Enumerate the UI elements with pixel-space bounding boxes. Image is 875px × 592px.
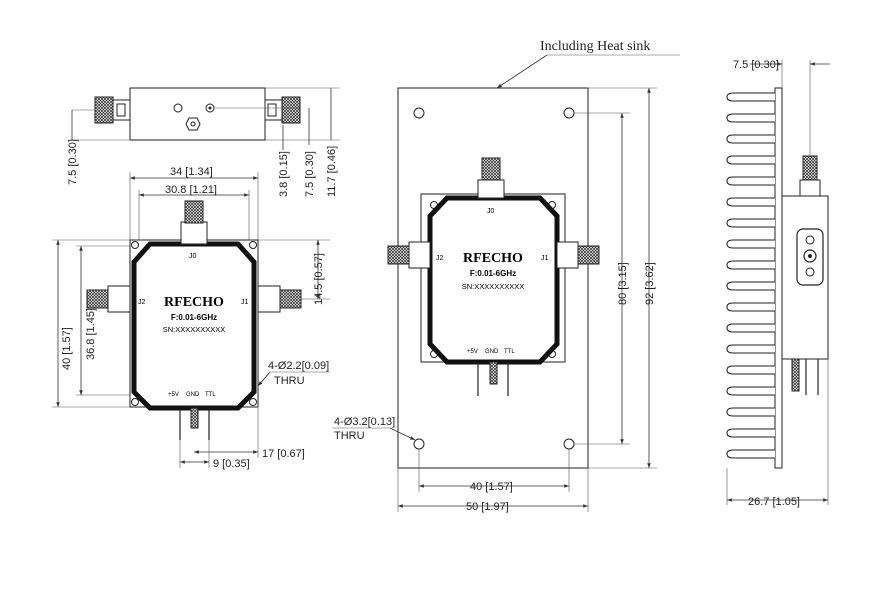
front-connector-j0 xyxy=(184,200,204,224)
front-freq: F:0.01-6GHz xyxy=(171,313,217,322)
front-connector-j1 xyxy=(279,289,302,309)
dim-front-9: 9 [0.35] xyxy=(213,458,250,470)
front-label-j1: J1 xyxy=(241,299,249,306)
heatsink-label-j2: J2 xyxy=(436,255,444,262)
dim-front-30-8: 30.8 [1.21] xyxy=(165,184,217,196)
heatsink-fins xyxy=(726,92,775,459)
dim-heatsink-40: 40 [1.57] xyxy=(470,481,513,493)
dim-right-26-7: 26.7 [1.05] xyxy=(748,496,800,508)
front-serial: SN:XXXXXXXXXX xyxy=(163,325,226,334)
heatsink-gnd-stud xyxy=(489,361,498,385)
heatsink-front-view: Including Heat sink J0 J2 J1 RFECHO F:0.… xyxy=(332,39,680,513)
side-hole xyxy=(173,103,183,113)
dim-front-17: 17 [0.67] xyxy=(262,448,305,460)
dim-right-7-5: 7.5 [0.30] xyxy=(733,59,779,71)
heatsink-side-connector xyxy=(802,155,818,181)
heatsink-fin xyxy=(726,428,775,438)
heatsink-serial: SN:XXXXXXXXXX xyxy=(462,282,525,291)
heatsink-fin xyxy=(726,260,775,270)
dim-front-thru: THRU xyxy=(274,375,305,387)
heatsink-freq: F:0.01-6GHz xyxy=(470,269,516,278)
dim-front-40: 40 [1.57] xyxy=(61,327,73,370)
dim-front-14-5: 14.5 [0.57] xyxy=(313,253,325,305)
heatsink-fin xyxy=(726,281,775,291)
dim-heatsink-hole: 4-Ø3.2[0.13] xyxy=(334,416,395,428)
heatsink-connector-j0 xyxy=(481,157,501,181)
dim-heatsink-thru: THRU xyxy=(334,430,365,442)
heatsink-fin xyxy=(726,386,775,396)
heatsink-module-housing xyxy=(427,195,560,365)
heatsink-connector-j1 xyxy=(577,245,600,265)
heatsink-pin-ttl: TTL xyxy=(504,349,515,355)
front-connector-j2 xyxy=(86,289,109,309)
dim-side-3-8: 3.8 [0.15] xyxy=(278,151,290,197)
heatsink-note: Including Heat sink xyxy=(540,39,650,54)
heatsink-fin xyxy=(726,407,775,417)
heatsink-pin-gnd: GND xyxy=(485,349,499,355)
heatsink-fin xyxy=(726,344,775,354)
heatsink-brand: RFECHO xyxy=(463,251,523,266)
heatsink-label-j1: J1 xyxy=(541,255,549,262)
side-view: 7.5 [0.30] 3.8 [0.15] 7.5 [0.30] 11.7 [0… xyxy=(67,87,340,197)
heatsink-fin xyxy=(726,365,775,375)
heatsink-fin xyxy=(726,302,775,312)
dim-heatsink-92: 92 [3.62] xyxy=(644,262,656,305)
heatsink-fin xyxy=(726,176,775,186)
dim-front-36-8: 36.8 [1.45] xyxy=(85,308,97,360)
heatsink-hole xyxy=(413,438,425,450)
dim-heatsink-50: 50 [1.97] xyxy=(466,501,509,513)
front-pin-gnd: GND xyxy=(186,392,200,398)
front-label-j0: J0 xyxy=(189,253,197,260)
heatsink-fin xyxy=(726,323,775,333)
front-housing xyxy=(131,241,257,411)
heatsink-fin xyxy=(726,155,775,165)
side-connector-right xyxy=(281,96,301,124)
dim-front-hole: 4-Ø2.2[0.09] xyxy=(268,360,329,372)
front-label-j2: J2 xyxy=(138,299,146,306)
side-body xyxy=(129,87,266,141)
dim-heatsink-80: 80 [3.15] xyxy=(617,262,629,305)
front-brand: RFECHO xyxy=(164,295,224,310)
heatsink-side-view: 7.5 [0.30] 26.7 [1.05] xyxy=(726,59,830,508)
front-pin-5v: +5V xyxy=(168,392,179,398)
heatsink-fin xyxy=(726,197,775,207)
side-connector-left xyxy=(94,96,114,124)
heatsink-hole xyxy=(413,107,425,119)
heatsink-fin xyxy=(726,449,775,459)
dim-side-7-5b: 7.5 [0.30] xyxy=(304,151,316,197)
dim-side-11-7: 11.7 [0.46] xyxy=(326,146,338,197)
heatsink-hole xyxy=(563,438,575,450)
front-pin-ttl: TTL xyxy=(205,392,216,398)
heatsink-pin-5v: +5V xyxy=(467,349,478,355)
dim-front-34: 34 [1.34] xyxy=(170,166,213,178)
heatsink-label-j0: J0 xyxy=(487,208,495,215)
heatsink-connector-j2 xyxy=(387,245,410,265)
heatsink-fin xyxy=(726,239,775,249)
heatsink-fin xyxy=(726,113,775,123)
front-view: 34 [1.34] 30.8 [1.21] J0 J2 J1 RFECHO F:… xyxy=(52,166,330,470)
dim-side-7-5: 7.5 [0.30] xyxy=(67,139,79,185)
heatsink-hole xyxy=(563,107,575,119)
front-gnd-stud xyxy=(190,407,199,429)
heatsink-fin xyxy=(726,134,775,144)
heatsink-fin xyxy=(726,92,775,102)
heatsink-spine xyxy=(774,87,783,469)
heatsink-fin xyxy=(726,218,775,228)
